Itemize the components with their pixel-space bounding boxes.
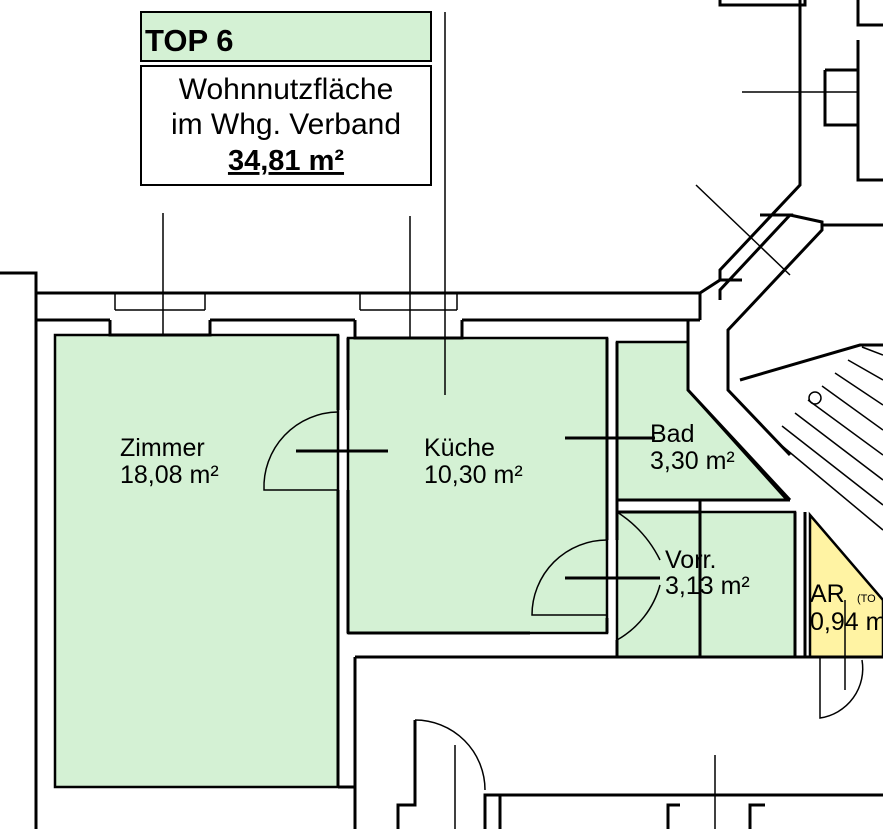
room-ar[interactable] (808, 511, 883, 659)
room-zimmer[interactable] (53, 333, 340, 789)
title-box: TOP 6 Wohnnutzfläche im Whg. Verband 34,… (140, 11, 432, 186)
zimmer-area: 18,08 m² (120, 461, 219, 489)
room-bad[interactable] (615, 340, 790, 502)
kueche-area: 10,30 m² (424, 461, 523, 489)
bad-area: 3,30 m² (650, 447, 735, 475)
vorr-name: Vorr. (665, 546, 716, 574)
zimmer-name: Zimmer (120, 434, 205, 462)
staircase (774, 346, 883, 531)
area-caption-line2: im Whg. Verband (171, 108, 401, 141)
bad-name: Bad (650, 420, 694, 448)
room-labels: Zimmer 18,08 m² Küche 10,30 m² Bad 3,30 … (120, 420, 883, 636)
ar-note: (TO (857, 593, 876, 605)
doors (263, 411, 864, 791)
ar-area: 0,94 m (810, 608, 883, 636)
leader-lines (162, 12, 446, 395)
unit-label: TOP 6 (145, 23, 233, 58)
vorr-area: 3,13 m² (665, 572, 750, 600)
kueche-name: Küche (424, 434, 495, 462)
total-area: 34,81 m² (228, 145, 344, 177)
ar-name: AR (810, 580, 845, 608)
area-caption-line1: Wohnnutzfläche (179, 73, 394, 106)
